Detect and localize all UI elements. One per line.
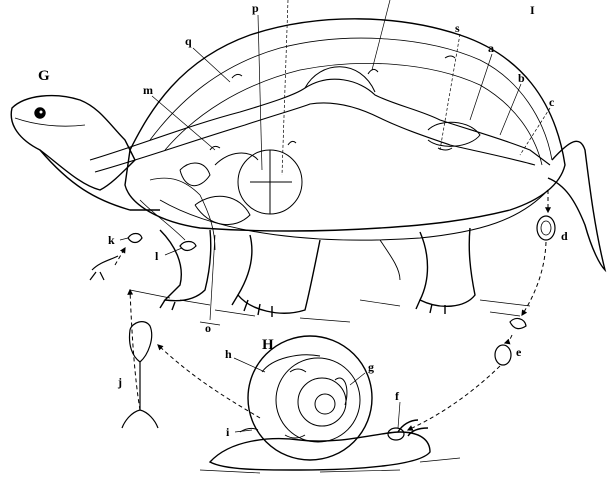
free-stages: [90, 216, 555, 440]
label-o: o: [205, 321, 211, 335]
label-i: i: [226, 425, 230, 439]
label-host-g: G: [38, 68, 50, 84]
cercaria-stage-j: [122, 322, 158, 428]
snail-foot: [210, 432, 430, 470]
stage-l: [180, 242, 196, 251]
label-g: g: [368, 360, 374, 374]
label-top-right: I: [530, 3, 535, 17]
turtle-shell: [125, 19, 565, 231]
egg-stage-d: [537, 216, 555, 240]
labels: G H p q m s a b c d e f g h i j k l o I: [38, 1, 568, 439]
turtle-hind-leg: [420, 228, 475, 306]
snail-host: [200, 336, 460, 473]
turtle-front-leg: [160, 230, 211, 301]
label-b: b: [518, 71, 525, 85]
label-h: h: [225, 347, 232, 361]
miracidium-stage: [510, 319, 526, 329]
label-e: e: [516, 345, 522, 359]
turtle-host: [11, 19, 605, 325]
stage-k: [128, 234, 142, 243]
cycle-arrows: [115, 190, 548, 430]
label-p: p: [252, 1, 259, 15]
juvenile-worm: [90, 256, 118, 280]
label-a: a: [488, 41, 494, 55]
turtle-tail: [548, 141, 605, 270]
label-k: k: [108, 233, 115, 247]
label-c: c: [549, 95, 555, 109]
turtle-head: [11, 96, 135, 190]
label-q: q: [185, 34, 192, 48]
egg-stage-e: [495, 345, 511, 365]
turtle-middle-leg: [238, 235, 320, 313]
label-l: l: [155, 249, 159, 263]
label-s: s: [455, 21, 460, 35]
label-f: f: [395, 389, 400, 403]
stage-f: [388, 428, 404, 440]
label-host-h: H: [262, 337, 274, 353]
label-j: j: [117, 375, 122, 389]
label-d: d: [561, 229, 568, 243]
label-m: m: [143, 83, 153, 97]
